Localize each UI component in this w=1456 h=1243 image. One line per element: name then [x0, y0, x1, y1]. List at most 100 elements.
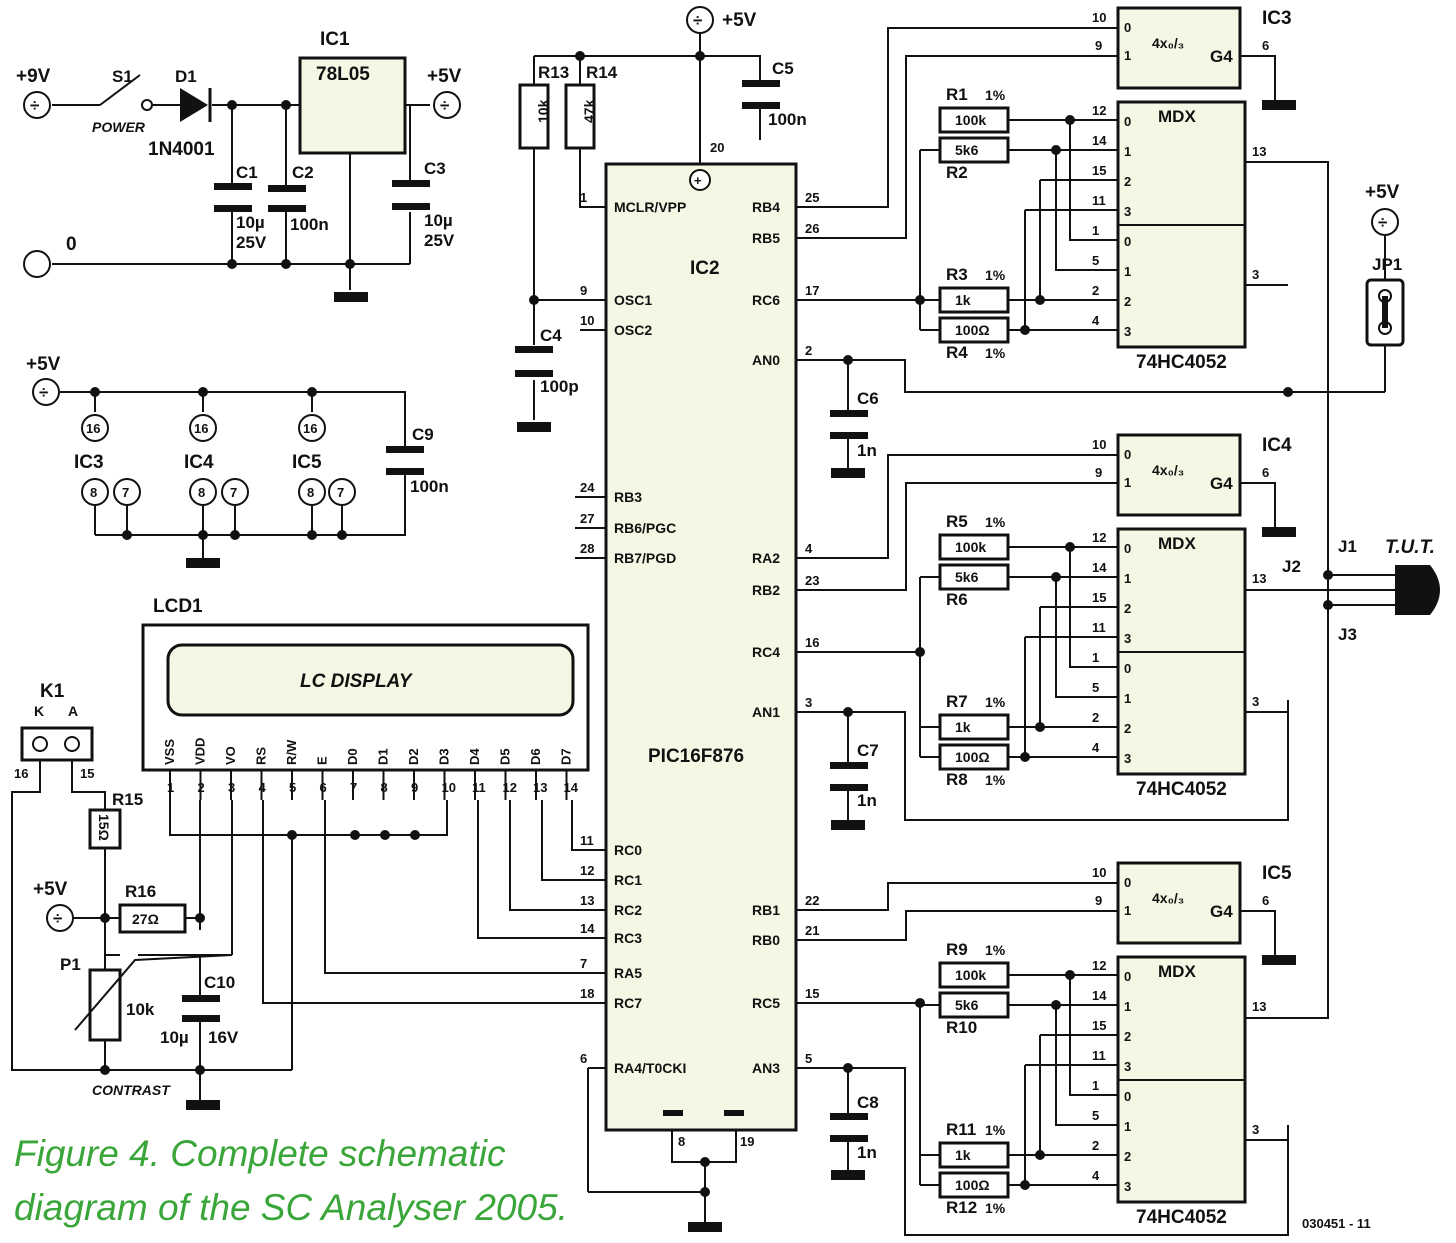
mcu-left-pin-num: 14 [580, 921, 595, 936]
svg-text:1: 1 [1124, 1119, 1131, 1134]
svg-text:16: 16 [303, 421, 317, 436]
svg-text:0: 0 [1124, 447, 1131, 462]
svg-text:1%: 1% [985, 1200, 1006, 1216]
lcd-pin-name: D7 [559, 748, 574, 765]
mux-mdx: MDX [1158, 962, 1196, 981]
svg-text:10: 10 [1092, 437, 1106, 452]
resistor-r3 [938, 286, 1010, 314]
svg-text:47k: 47k [581, 99, 597, 123]
mux-part: 74HC4052 [1136, 779, 1227, 800]
resistor-r10 [938, 991, 1010, 1019]
resistor-name: R5 [946, 512, 968, 531]
mcu-left-pin-num: 24 [580, 480, 595, 495]
svg-text:12: 12 [1092, 103, 1106, 118]
mcu-right-pin-name: RC6 [752, 292, 780, 308]
mcu-left-pin-name: RB3 [614, 489, 642, 505]
c10-voltage: 16V [208, 1028, 239, 1047]
mcu-left-pins: 1MCLR/VPP9OSC110OSC224RB327RB6/PGC28RB7/… [575, 190, 686, 1076]
mcu-left-pin-name: RB6/PGC [614, 520, 676, 536]
svg-text:0: 0 [1124, 1089, 1131, 1104]
power-supply: ÷ ÷ +9V 0 +5V S1 POWER D1 1N4001 IC1 78L… [16, 29, 462, 302]
r14-name: R14 [586, 63, 618, 82]
regulator-name: IC1 [320, 29, 350, 50]
svg-text:13: 13 [1252, 999, 1266, 1014]
mcu-right-pin-num: 2 [805, 343, 812, 358]
svg-text:11: 11 [1092, 193, 1106, 208]
c8-value: 1n [857, 1143, 877, 1162]
c2-value: 100n [290, 215, 329, 234]
lcd-name: LCD1 [153, 596, 203, 617]
svg-text:3: 3 [1124, 204, 1131, 219]
lcd-pin-name: VSS [162, 739, 177, 765]
svg-text:3: 3 [1252, 1122, 1259, 1137]
svg-text:5k6: 5k6 [955, 569, 979, 585]
svg-text:1: 1 [1092, 223, 1099, 238]
mcu-right-pin-num: 17 [805, 283, 819, 298]
mcu-right-pin-num: 22 [805, 893, 819, 908]
svg-text:15: 15 [1092, 163, 1106, 178]
lcd-pin-name: RS [254, 747, 269, 765]
tut-transistor [1395, 565, 1440, 615]
svg-text:11: 11 [1092, 1048, 1106, 1063]
r16-name: R16 [125, 882, 156, 901]
mcu-right-pins: 25RB426RB517RC62AN04RA223RB216RC43AN122R… [752, 190, 819, 1076]
mcu-left-pin-num: 7 [580, 956, 587, 971]
svg-text:8: 8 [90, 485, 97, 500]
caption-line2: diagram of the SC Analyser 2005. [14, 1187, 568, 1228]
svg-text:1: 1 [1124, 691, 1131, 706]
svg-text:1: 1 [1092, 1078, 1099, 1093]
svg-text:100Ω: 100Ω [955, 749, 990, 765]
svg-text:9: 9 [1095, 893, 1102, 908]
switch-contact [141, 99, 153, 111]
mcu-right-pin-num: 5 [805, 1051, 812, 1066]
diode-name: D1 [175, 67, 197, 86]
lcd-pin-name: E [315, 756, 330, 765]
svg-text:0: 0 [1124, 114, 1131, 129]
svg-text:7: 7 [122, 485, 129, 500]
svg-text:11: 11 [1092, 620, 1106, 635]
c3-value: 10µ [424, 211, 453, 230]
mcu-part: PIC16F876 [648, 746, 744, 767]
mcu-left-pin-num: 18 [580, 986, 594, 1001]
svg-text:8: 8 [307, 485, 314, 500]
r15 [88, 808, 122, 850]
c4-name: C4 [540, 326, 562, 345]
r13 [518, 83, 550, 150]
svg-text:16: 16 [86, 421, 100, 436]
mcu-right-pin-name: RA2 [752, 550, 780, 566]
diode-part: 1N4001 [148, 139, 215, 160]
mcu-left-pin-name: OSC2 [614, 322, 652, 338]
svg-text:1%: 1% [985, 514, 1006, 530]
svg-text:1%: 1% [985, 694, 1006, 710]
switch-label: POWER [92, 119, 146, 135]
mux-gate-symbol: 4x₀/₃ [1152, 890, 1184, 906]
c3-name: C3 [424, 159, 446, 178]
c9-value: 100n [410, 477, 449, 496]
k1-k: K [34, 703, 44, 719]
lcd-screen-text: LC DISPLAY [300, 671, 414, 692]
label-zero: 0 [66, 234, 77, 255]
lcd-screen [166, 643, 575, 717]
svg-text:3: 3 [1124, 1059, 1131, 1074]
mcu-left-pin-num: 10 [580, 313, 594, 328]
decoupling-section: ÷ +5V 16 IC3 8 7 16 IC4 8 7 16 IC5 8 7 C… [26, 354, 449, 568]
label-9v: +9V [16, 66, 51, 87]
mux-mdx: MDX [1158, 107, 1196, 126]
svg-text:2: 2 [1124, 1029, 1131, 1044]
ground-symbol [334, 292, 368, 302]
resistor-r11 [938, 1141, 1010, 1169]
svg-text:0: 0 [1124, 661, 1131, 676]
c9-name: C9 [412, 425, 434, 444]
lcd-pin-name: D4 [467, 748, 482, 765]
resistor-r5 [938, 533, 1010, 561]
mcu-right-pin-name: AN3 [752, 1060, 780, 1076]
svg-text:2: 2 [1092, 710, 1099, 725]
terminal-5v-out [433, 91, 461, 119]
svg-text:13: 13 [1252, 571, 1266, 586]
resistor-r4 [938, 316, 1010, 344]
lcd-pins: VSS1VDD2VO3RS4R/W5E6D07D18D29D310D411D51… [162, 738, 579, 800]
svg-text:5: 5 [1092, 1108, 1099, 1123]
regulator-ic1 [298, 56, 407, 155]
mcu-right-pin-name: RB1 [752, 902, 780, 918]
p1-value: 10k [126, 1000, 155, 1019]
